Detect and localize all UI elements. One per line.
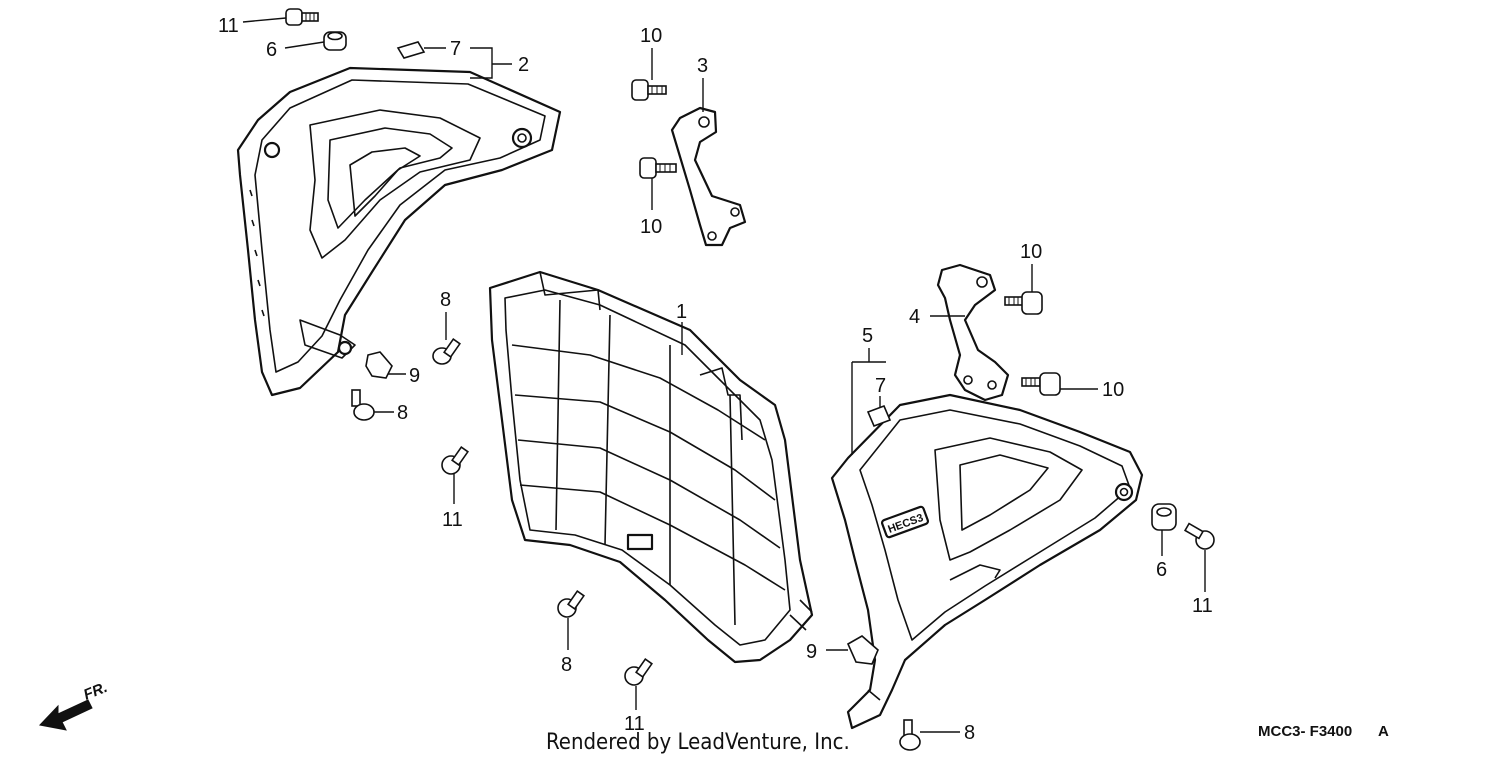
screw-8-bottom-center [557, 590, 585, 618]
callout-7: 7 [875, 375, 886, 397]
part-4-right-bracket [936, 263, 1010, 402]
nut-6-right [1151, 503, 1177, 531]
part-1-center-grille [488, 270, 814, 664]
callout-8: 8 [397, 402, 408, 424]
callout-10: 10 [640, 216, 662, 238]
screw-8-bottom-right [899, 719, 921, 751]
bolt-11-right [1183, 522, 1215, 550]
bolt-11-center-left [441, 446, 469, 475]
callout-8: 8 [561, 654, 572, 676]
screw-8-left [351, 389, 375, 421]
diagram-code: MCC3- F3400 [1258, 723, 1352, 740]
diagram-revision: A [1378, 723, 1389, 740]
bolt-10-upper-b [639, 157, 677, 179]
callout-4: 4 [909, 306, 920, 328]
callout-10: 10 [640, 25, 662, 47]
nut-6-top-left [323, 31, 347, 51]
bolt-11-bottom-center [624, 658, 653, 686]
clip-7-right [866, 404, 892, 428]
callout-11: 11 [624, 713, 645, 735]
callout-9: 9 [409, 365, 420, 387]
part-2-upper-left-cover [236, 66, 562, 397]
callout-8: 8 [440, 289, 451, 311]
bolt-10-right-a [1004, 291, 1043, 315]
part-5-lower-right-cover: HECS3 [830, 393, 1144, 730]
clip-9-left [365, 351, 393, 379]
callout-8: 8 [964, 722, 975, 744]
callout-11: 11 [1192, 595, 1213, 617]
callout-11: 11 [442, 509, 463, 531]
bolt-11-top-left [285, 8, 319, 26]
bolt-10-upper-a [631, 79, 667, 101]
callout-3: 3 [697, 55, 708, 77]
credit-text: Rendered by LeadVenture, Inc. [546, 730, 850, 755]
front-direction-arrow: FR. [39, 679, 110, 731]
fr-label: FR. [81, 679, 110, 704]
callout-9: 9 [806, 641, 817, 663]
callout-6: 6 [1156, 559, 1167, 581]
bolt-10-right-b [1021, 372, 1061, 396]
callout-2: 2 [518, 54, 529, 76]
callout-labels: 11 6 7 2 10 3 10 10 4 10 8 1 5 7 9 8 11 … [218, 15, 1213, 744]
callout-11: 11 [218, 15, 239, 37]
callout-10: 10 [1020, 241, 1042, 263]
callout-7: 7 [450, 38, 461, 60]
clip-7-top [396, 41, 426, 59]
callout-10: 10 [1102, 379, 1124, 401]
clip-9-bottom [846, 635, 879, 665]
callout-1: 1 [676, 301, 687, 323]
callout-6: 6 [266, 39, 277, 61]
part-3-upper-bracket [670, 106, 747, 247]
leader-lines [242, 17, 1206, 733]
callout-5: 5 [862, 325, 873, 347]
screw-8-upper [432, 338, 461, 365]
